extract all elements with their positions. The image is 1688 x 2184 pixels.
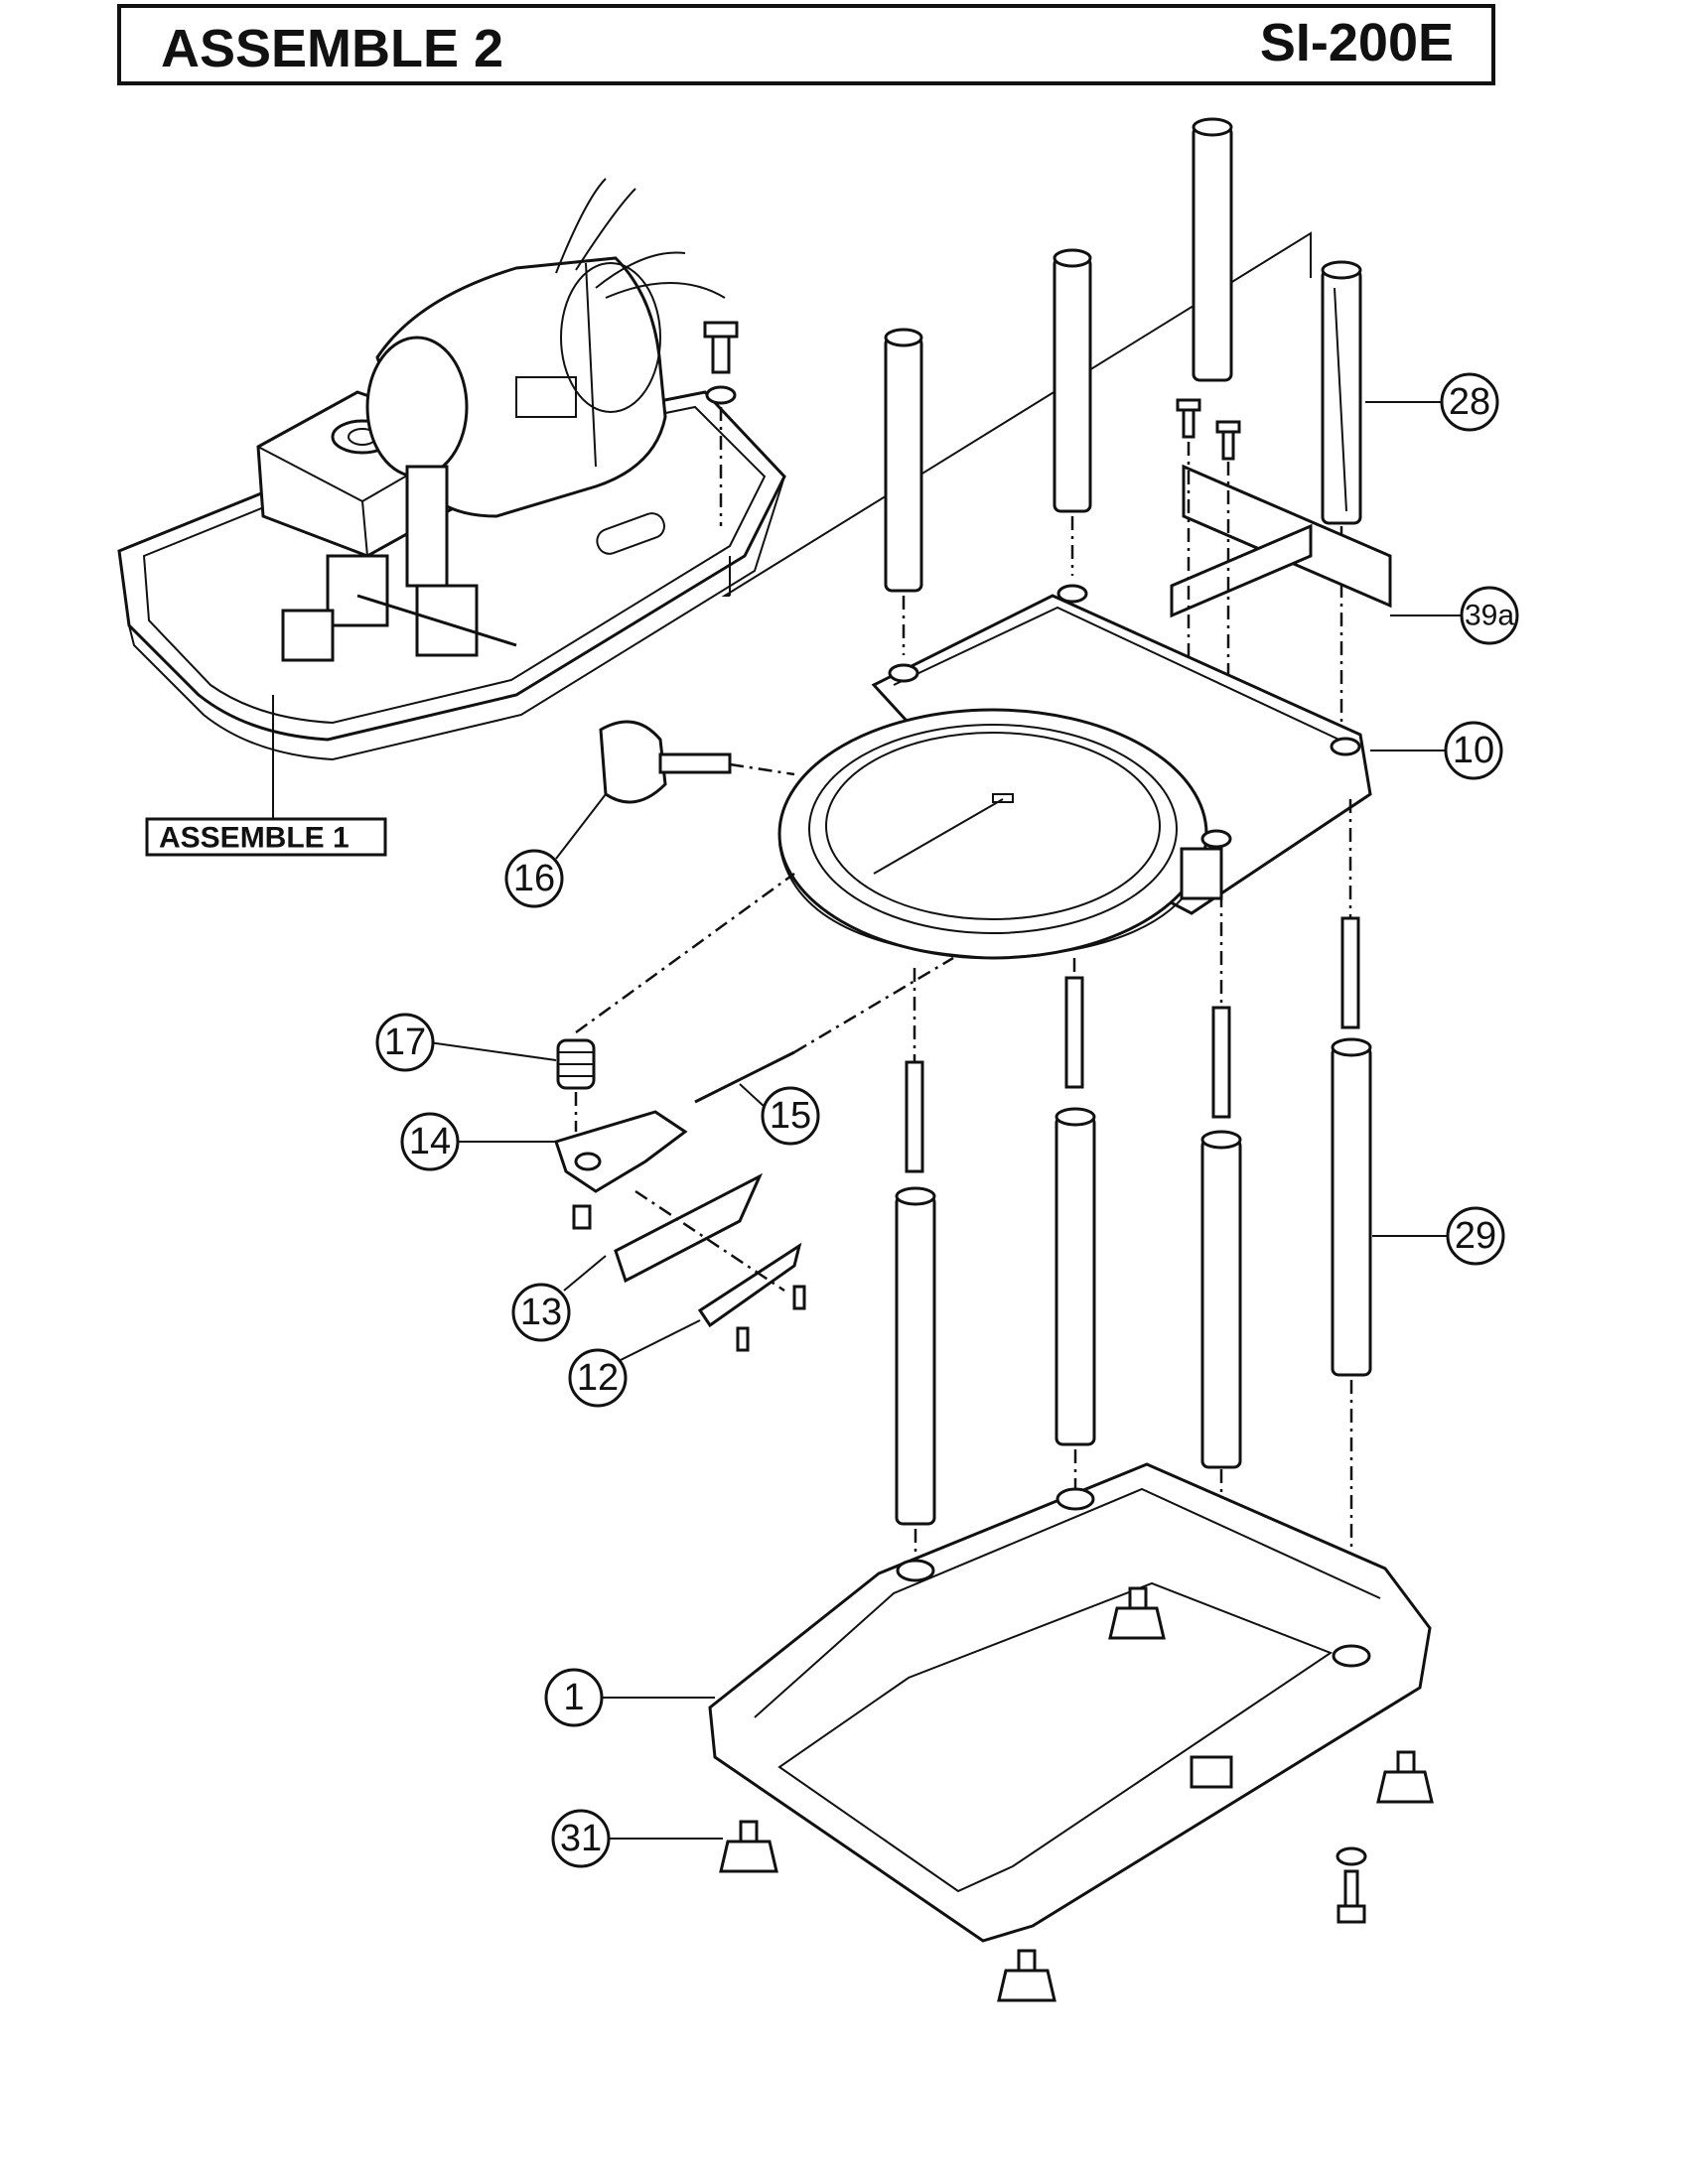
- callout-16: 16: [504, 849, 564, 908]
- assemble-1-label-box: [145, 817, 387, 857]
- blade-13-12-drawing: [614, 1172, 806, 1352]
- model-number: SI-200E: [1259, 13, 1454, 72]
- svg-text:13: 13: [520, 1292, 562, 1333]
- svg-text:10: 10: [1453, 730, 1494, 771]
- svg-text:29: 29: [1455, 1215, 1496, 1257]
- lower-posts: [895, 1037, 1372, 1777]
- callout-17: 17: [375, 1013, 435, 1072]
- svg-text:14: 14: [409, 1121, 451, 1162]
- svg-text:17: 17: [384, 1022, 426, 1063]
- callout-12: 12: [568, 1348, 628, 1408]
- svg-text:39a: 39a: [1465, 600, 1514, 632]
- svg-text:12: 12: [577, 1357, 619, 1399]
- page-title: ASSEMBLE 2: [161, 19, 504, 78]
- ring-frame-drawing: [777, 584, 1372, 960]
- callout-10: 10: [1444, 721, 1503, 780]
- callout-29: 29: [1446, 1206, 1505, 1266]
- reference-line: [721, 231, 1312, 597]
- svg-text:31: 31: [560, 1818, 602, 1859]
- upper-posts: [884, 117, 1362, 725]
- knob-16-drawing: [599, 720, 795, 804]
- callout-31: 31: [551, 1809, 611, 1868]
- header-frame: ASSEMBLE 2 SI-200E: [117, 4, 1495, 85]
- callout-14: 14: [400, 1112, 460, 1171]
- base-frame-drawing: [708, 1462, 1432, 1943]
- svg-text:15: 15: [770, 1095, 811, 1137]
- callout-28: 28: [1440, 372, 1499, 432]
- pin-15-drawing: [694, 956, 954, 1104]
- callout-1: 1: [544, 1668, 604, 1727]
- assemble-1-motor-base-drawing: [117, 178, 786, 819]
- callout-leaders: [428, 401, 1466, 1840]
- callout-13: 13: [511, 1283, 571, 1342]
- threaded-rods: [905, 799, 1360, 1173]
- spring-17-drawing: [556, 872, 795, 1090]
- callout-39a: 39a: [1460, 586, 1519, 645]
- svg-text:1: 1: [563, 1677, 584, 1718]
- svg-text:16: 16: [513, 858, 555, 899]
- assemble-1-label: ASSEMBLE 1: [159, 822, 350, 855]
- feet-31-drawing: [719, 1586, 1434, 2002]
- lever-14-drawing: [554, 1092, 688, 1230]
- callout-15: 15: [761, 1086, 820, 1146]
- svg-text:28: 28: [1449, 381, 1490, 423]
- bracket-39a-drawing: [1170, 398, 1392, 685]
